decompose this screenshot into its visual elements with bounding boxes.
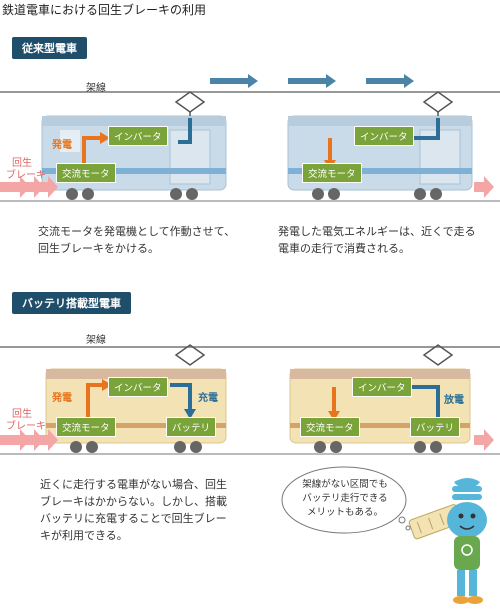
caption-battery: 近くに走行する電車がない場合、回生 ブレーキはかからない。しかし、搭載 バッテリ… <box>40 478 227 542</box>
overhead-wire-label-2: 架線 <box>86 335 106 346</box>
discharge-label: 放電 <box>444 395 464 406</box>
ac-motor-box-4: 交流モータ <box>300 417 360 437</box>
brake-arrows <box>0 176 494 198</box>
speech-text: 架線がない区間でも バッテリ走行できる メリットもある。 <box>302 479 388 518</box>
wire-energy-arrows <box>210 74 414 88</box>
ac-motor-box-1: 交流モータ <box>56 163 116 183</box>
caption-left: 交流モータを発電機として作動させて、 回生ブレーキをかける。 <box>38 225 236 255</box>
power-gen-label-2: 発電 <box>52 393 72 404</box>
section-label-conventional: 従来型電車 <box>12 37 87 59</box>
overhead-wire-label: 架線 <box>86 83 106 94</box>
inverter-box-3: インバータ <box>108 377 168 397</box>
power-gen-label: 発電 <box>52 140 72 151</box>
inverter-box-2: インバータ <box>354 126 414 146</box>
section-label-battery: バッテリ搭載型電車 <box>12 292 131 314</box>
inverter-box-1: インバータ <box>108 126 168 146</box>
regen-brake-label-2: ブレーキ <box>6 170 46 181</box>
ac-motor-box-2: 交流モータ <box>302 163 362 183</box>
page-title: 鉄道電車における回生ブレーキの利用 <box>2 3 207 17</box>
regen-brake-label-1: 回生 <box>12 158 32 169</box>
caption-right: 発電した電気エネルギーは、近くで走る 電車の走行で消費される。 <box>278 225 476 255</box>
battery-box-1: バッテリ <box>166 417 217 437</box>
train-2 <box>287 91 473 200</box>
charge-label: 充電 <box>198 393 218 404</box>
mascot-illustration <box>408 478 487 604</box>
ac-motor-box-3: 交流モータ <box>56 417 116 437</box>
speech-bubble <box>281 466 411 534</box>
brake-arrows-2 <box>0 429 494 451</box>
battery-box-2: バッテリ <box>410 417 461 437</box>
conventional-train-diagram <box>0 74 500 202</box>
regen-brake-label-3: 回生 <box>12 409 32 420</box>
inverter-box-4: インバータ <box>352 377 412 397</box>
regen-brake-label-4: ブレーキ <box>6 421 46 432</box>
